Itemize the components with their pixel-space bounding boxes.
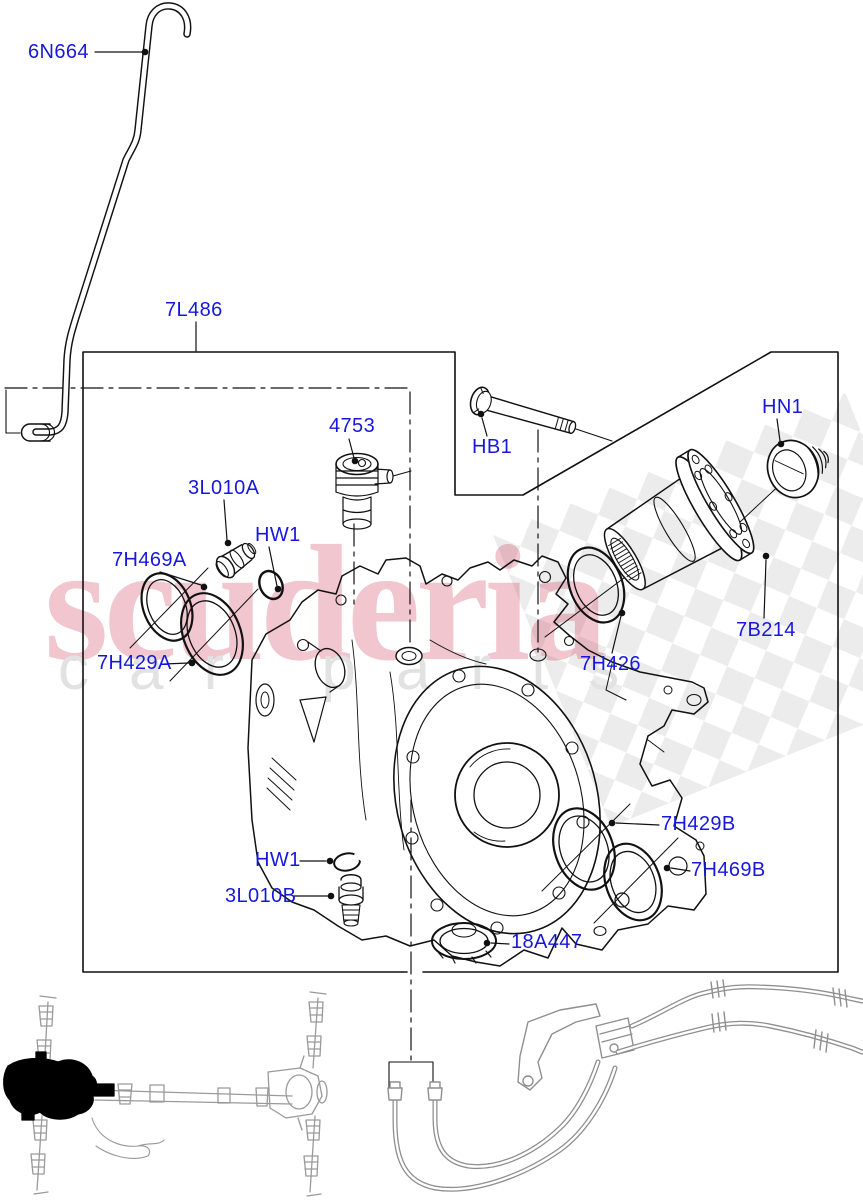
part-label-4753[interactable]: 4753 <box>329 415 376 437</box>
cap-nut-hn1 <box>766 439 829 499</box>
part-label-7h469a[interactable]: 7H469A <box>112 549 187 571</box>
part-label-3l010b[interactable]: 3L010B <box>225 885 297 907</box>
brand-watermark: scuderia <box>44 511 608 695</box>
washer-hw1-bottom <box>333 852 363 872</box>
coupling-flange <box>603 448 787 591</box>
part-label-7b214[interactable]: 7B214 <box>736 619 796 641</box>
driveline-thumbnail <box>3 991 328 1197</box>
part-label-7h429a[interactable]: 7H429A <box>97 652 172 674</box>
breather-tube <box>20 2 192 442</box>
seal-7h469a <box>129 567 209 649</box>
part-label-hn1[interactable]: HN1 <box>762 396 804 418</box>
part-label-7l486[interactable]: 7L486 <box>165 299 223 321</box>
plug-3l010a <box>215 542 257 579</box>
tagline-watermark: car parts <box>58 634 660 703</box>
tube-end-connector <box>5 389 21 434</box>
centerlines <box>4 387 539 1063</box>
part-label-7h429b[interactable]: 7H429B <box>661 813 736 835</box>
bolt-hb1 <box>469 386 613 442</box>
leader-lines <box>94 51 781 945</box>
part-label-18a447[interactable]: 18A447 <box>511 931 583 953</box>
part-label-6n664[interactable]: 6N664 <box>28 41 89 63</box>
part-label-7h426[interactable]: 7H426 <box>580 653 641 675</box>
washer-hw1-top <box>258 568 286 601</box>
boundary-box <box>82 351 839 973</box>
leader-dots <box>141 48 785 947</box>
seal-7h429b <box>541 803 631 892</box>
seal-7h426 <box>566 546 626 624</box>
axle-housing <box>247 555 709 967</box>
part-label-hw1-top[interactable]: HW1 <box>255 524 301 546</box>
part-label-3l010a[interactable]: 3L010A <box>188 477 260 499</box>
part-label-7h469b[interactable]: 7H469B <box>691 859 766 881</box>
breather-valve <box>335 452 412 530</box>
part-label-hw1-bottom[interactable]: HW1 <box>255 849 301 871</box>
plug-3l010b <box>338 874 364 927</box>
cooler-pipes-thumbnail <box>387 979 863 1192</box>
seal-7h469b <box>593 837 679 924</box>
part-label-hb1[interactable]: HB1 <box>472 436 513 458</box>
seal-7h429a <box>169 588 259 682</box>
